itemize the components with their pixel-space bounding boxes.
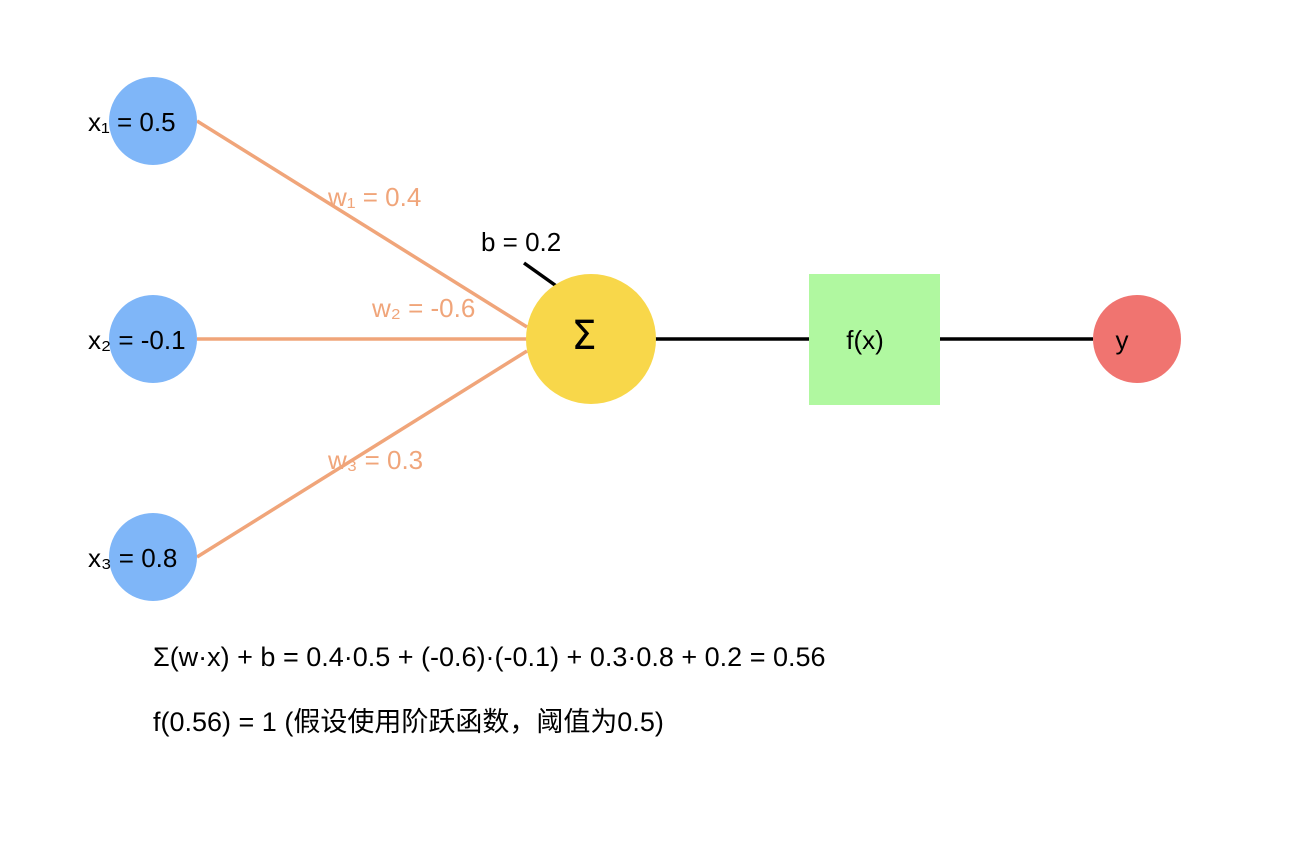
output-node [1093,295,1181,383]
input-node-x3 [109,513,197,601]
sum-symbol: Σ [571,313,596,359]
output-label: y [1116,325,1129,355]
weighted-sum-formula: Σ(w·x) + b = 0.4·0.5 + (-0.6)·(-0.1) + 0… [153,642,826,672]
sum-node [526,274,656,404]
edge-x1-sum [196,119,528,329]
weight-label-w2: w₂ = -0.6 [371,293,475,323]
activation-node [809,274,940,405]
input-node-x1 [109,77,197,165]
edge-x3-sum [196,349,528,559]
input-label-x1: x₁ = 0.5 [88,107,176,137]
input-label-x3: x₃ = 0.8 [88,543,177,573]
bias-label: b = 0.2 [481,227,561,257]
input-node-x2 [109,295,197,383]
activation-result-formula: f(0.56) = 1 (假设使用阶跃函数，阈值为0.5) [153,707,664,737]
activation-label: f(x) [846,325,884,355]
weight-label-w3: w₃ = 0.3 [327,445,423,475]
input-label-x2: x₂ = -0.1 [88,325,186,355]
weight-label-w1: w₁ = 0.4 [327,182,421,212]
